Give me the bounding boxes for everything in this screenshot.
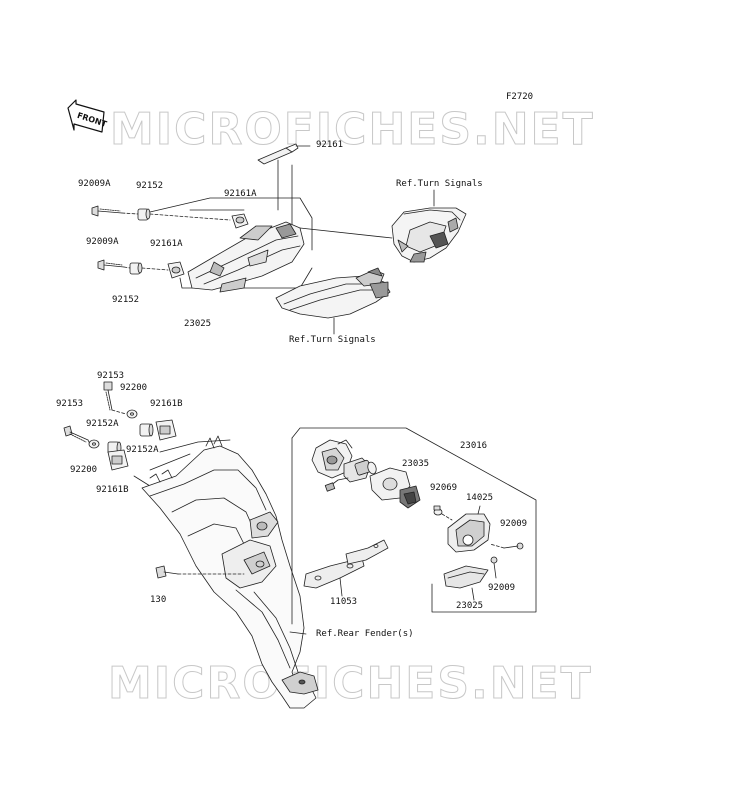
- screw-92009-b: [490, 556, 498, 579]
- label-130: 130: [150, 595, 167, 605]
- label-92161b-a: 92161B: [150, 399, 183, 409]
- label-92153-b: 92153: [56, 399, 84, 409]
- label-92200-b: 92200: [70, 465, 98, 475]
- front-arrow-icon: FRONT: [67, 99, 108, 133]
- label-92009-a: 92009: [500, 519, 528, 529]
- label-92200-a: 92200: [120, 383, 148, 393]
- turn-signal-left: [275, 267, 391, 319]
- label-92153-a: 92153: [97, 371, 125, 381]
- bolt-92009a-top: [91, 205, 123, 217]
- label-23025-top: 23025: [184, 319, 212, 329]
- rear-fender: [141, 435, 319, 709]
- label-ref-rear-fender: Ref.Rear Fender(s): [316, 629, 414, 639]
- grommet-92161b-b: [107, 449, 129, 471]
- grommet-92161a-top: [231, 213, 249, 229]
- label-23016: 23016: [460, 441, 488, 451]
- label-23035: 23035: [402, 459, 430, 469]
- socket-23035: [369, 467, 421, 509]
- label-ref-turn-signals-bottom: Ref.Turn Signals: [289, 335, 376, 345]
- label-92161: 92161: [316, 140, 344, 150]
- washer-92200-b: [88, 439, 100, 449]
- watermark-top: MICROFICHES.NET: [110, 104, 595, 155]
- label-92152a-b: 92152A: [126, 445, 159, 455]
- label-92161b-b: 92161B: [96, 485, 129, 495]
- collar-92152a-a: [139, 423, 154, 437]
- grommet-92161a-mid: [167, 261, 185, 279]
- label-92009a-top: 92009A: [78, 179, 111, 189]
- bolt-92153-b: [63, 425, 89, 443]
- collar-92152-top: [137, 208, 151, 221]
- bracket-23025-top: [187, 221, 305, 293]
- washer-92200-a: [126, 409, 138, 419]
- label-92161a-top: 92161A: [224, 189, 257, 199]
- bolt-92009a-mid: [97, 259, 125, 271]
- collar-92152-mid: [129, 262, 143, 275]
- bolt-92153-a: [103, 381, 113, 411]
- figure-code: F2720: [506, 92, 534, 102]
- label-92152-mid: 92152: [112, 295, 140, 305]
- screw-92009-a: [503, 542, 524, 550]
- bolt-130: [155, 565, 179, 579]
- label-92152a-a: 92152A: [86, 419, 119, 429]
- label-92009a-mid: 92009A: [86, 237, 119, 247]
- label-23025-bottom: 23025: [456, 601, 484, 611]
- label-92009-b: 92009: [488, 583, 516, 593]
- lens-14025: [447, 513, 491, 553]
- part-92161-pad: [257, 143, 311, 165]
- label-92069: 92069: [430, 483, 458, 493]
- cover-23025-lower: [443, 565, 489, 589]
- turn-signal-right: [391, 207, 467, 263]
- label-92152-top: 92152: [136, 181, 164, 191]
- grommet-92161b-a: [155, 419, 177, 441]
- label-92161a-mid: 92161A: [150, 239, 183, 249]
- watermark-bottom: MICROFICHES.NET: [108, 658, 593, 709]
- label-14025: 14025: [466, 493, 494, 503]
- socket-cable: [324, 457, 377, 492]
- label-ref-turn-signals-top: Ref.Turn Signals: [396, 179, 483, 189]
- label-11053: 11053: [330, 597, 358, 607]
- bulb-92069: [433, 505, 443, 516]
- bracket-11053: [303, 539, 389, 589]
